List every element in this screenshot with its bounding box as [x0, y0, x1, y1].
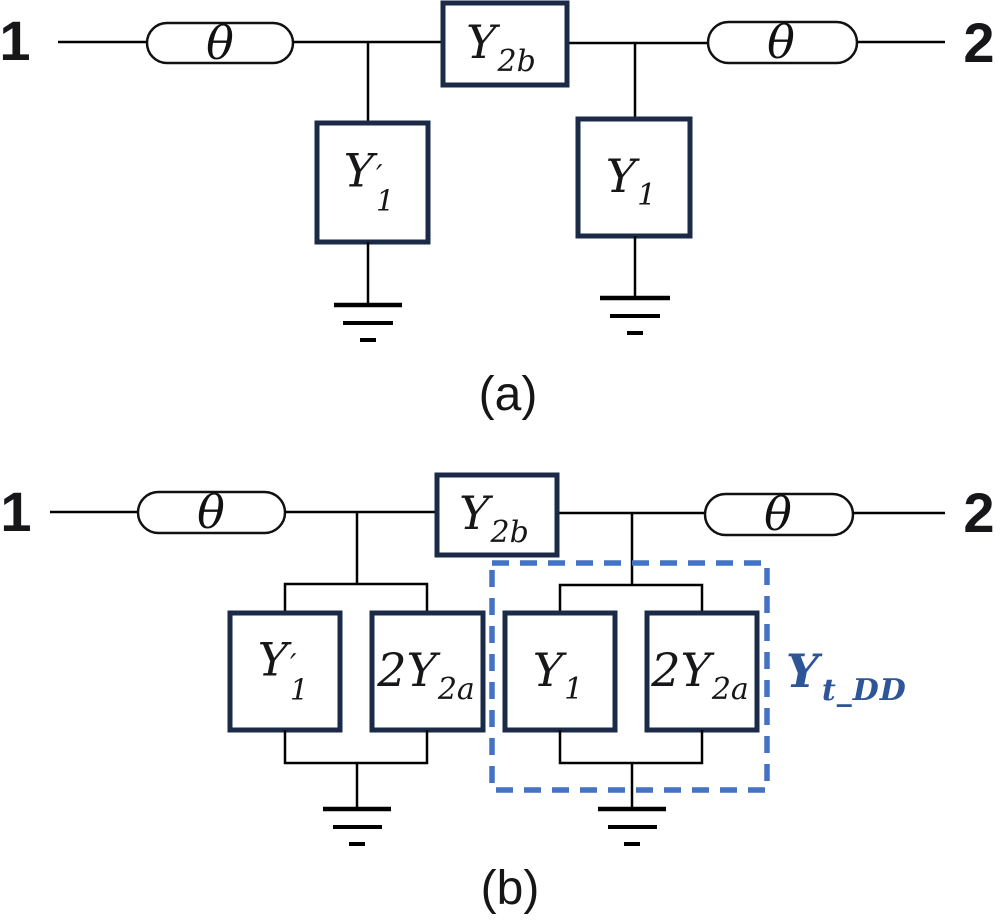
circuit-b: [50, 472, 945, 846]
theta-label-b-right: θ: [764, 487, 792, 541]
label-subscript: 1: [375, 183, 395, 218]
circuit-a: [58, 0, 945, 342]
label-base: Y: [257, 632, 288, 687]
caption-a: (a): [478, 368, 538, 421]
port-1-label-b: 1: [0, 480, 32, 543]
admittance-box-2y2a: [369, 610, 486, 733]
label-base: Y: [605, 149, 637, 203]
label-prime-sub-stack: ′1: [375, 158, 395, 218]
label-subscript: 1: [637, 178, 657, 213]
theta-pill: [703, 492, 855, 537]
label-subscript: 2b: [490, 515, 529, 550]
admittance-box-y2b: [434, 472, 560, 558]
theta-label-a-right: θ: [767, 15, 795, 69]
label-subscript: 2a: [437, 672, 475, 707]
label-subscript: 2a: [711, 672, 749, 707]
ground-symbol: [323, 806, 391, 846]
port-2-label-a: 2: [963, 11, 995, 74]
ground-symbol: [600, 295, 670, 335]
label-2y2a-b-left: 2Y2a: [377, 647, 475, 705]
port-1-label-a: 1: [0, 9, 31, 72]
label-base: Y: [786, 644, 819, 698]
label-y2b-a: Y2b: [466, 19, 536, 77]
label-y1prime-a: Y′1: [344, 148, 395, 215]
label-prime: ′: [375, 158, 383, 193]
ground-symbol: [334, 302, 402, 342]
label-base: Y: [459, 486, 490, 540]
label-base: 2Y: [377, 643, 437, 697]
label-base: Y: [532, 643, 564, 697]
parallel-bottom-bar: [558, 730, 704, 765]
label-subscript: 1: [564, 672, 584, 707]
admittance-box-2y2a: [644, 610, 760, 733]
theta-label-a-left: θ: [206, 16, 234, 70]
admittance-box-y2b: [440, 0, 570, 88]
label-subscript: 2b: [497, 44, 536, 79]
label-prime: ′: [289, 647, 297, 682]
label-subscript: 1: [289, 672, 309, 707]
label-prime-sub-stack: ′1: [289, 647, 309, 707]
parallel-top-bar: [283, 582, 429, 614]
port-2-label-b: 2: [963, 481, 995, 544]
parallel-bottom-bar: [283, 730, 429, 765]
caption-b: (b): [480, 862, 540, 915]
label-subscript: t_DD: [821, 673, 907, 708]
ground-symbol: [598, 806, 666, 846]
label-y1prime-b: Y′1: [258, 637, 309, 704]
label-base: Y: [343, 143, 374, 198]
label-y1-b: Y1: [533, 647, 583, 705]
label-base: Y: [466, 15, 497, 69]
parallel-top-bar: [558, 583, 704, 614]
theta-label-b-left: θ: [197, 485, 225, 539]
label-y1-a: Y1: [606, 153, 656, 211]
admittance-box-y1prime: [314, 120, 431, 245]
label-2y2a-b-right: 2Y2a: [651, 647, 749, 705]
label-y2b-b: Y2b: [459, 490, 529, 548]
admittance-box-y1: [502, 610, 618, 733]
label-base: 2Y: [651, 643, 711, 697]
